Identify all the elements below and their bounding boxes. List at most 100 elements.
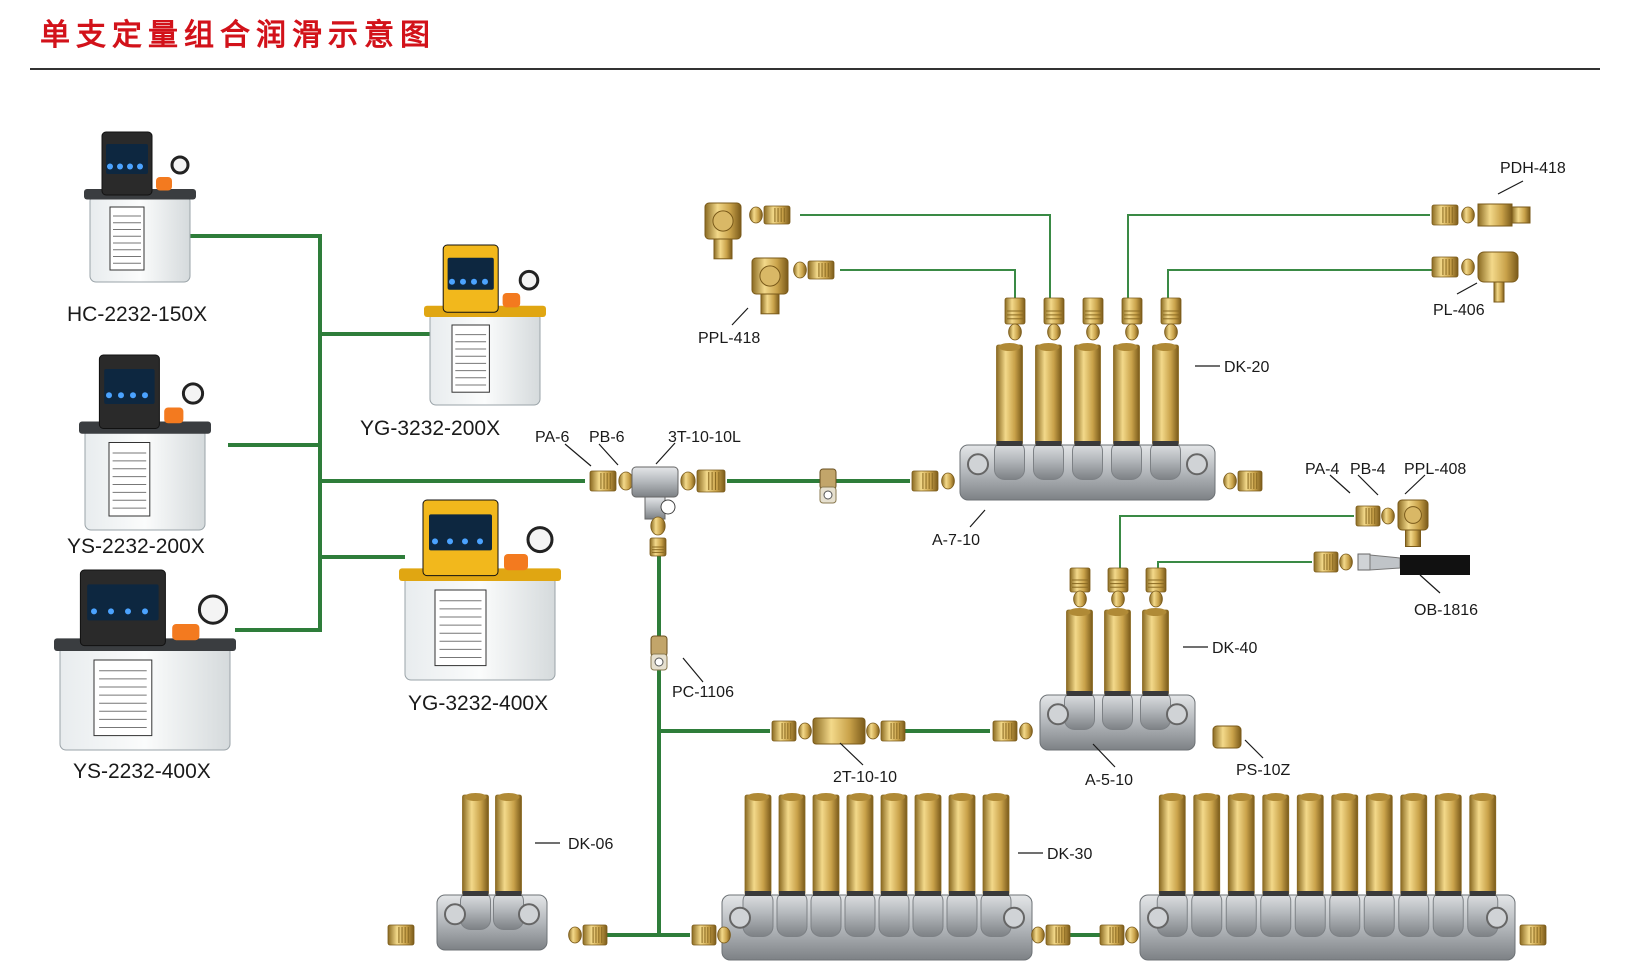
- manifold-boss: [1363, 890, 1395, 937]
- end-plug-icon: [1047, 703, 1069, 726]
- metering-unit: [1158, 793, 1186, 896]
- sleeve-ferrule: [1164, 323, 1178, 341]
- end-plug-icon: [729, 906, 751, 929]
- branch-pipes: [800, 214, 1432, 570]
- metering-unit: [744, 793, 772, 896]
- pb6-sleeve: [618, 471, 634, 491]
- sleeve-ferrule: [1031, 926, 1045, 944]
- sleeve-ferrule: [1149, 590, 1163, 608]
- metering-unit: [982, 793, 1010, 896]
- manifold-boss: [1329, 890, 1361, 937]
- label-ppl418: PPL-418: [698, 330, 760, 347]
- nut-fitting: [696, 469, 726, 493]
- labels: HC-2232-150X YS-2232-200X YS-2232-400X Y…: [67, 160, 1566, 863]
- pipe-dk20-5: [1167, 269, 1432, 300]
- label-pa6: PA-6: [535, 429, 569, 446]
- manifold-boss: [1150, 440, 1181, 480]
- pipe-dk20-2: [800, 214, 1051, 300]
- pump-button: [107, 163, 113, 170]
- leader-a510: [1092, 743, 1116, 768]
- pump-yg-3232-200x: [424, 244, 546, 406]
- dk30-manifold-b: [1139, 890, 1516, 961]
- nut-fitting: [1431, 204, 1459, 226]
- pump-button: [125, 608, 131, 615]
- pump-button: [108, 608, 114, 615]
- manifold-boss: [844, 890, 876, 937]
- pump-button: [130, 392, 136, 399]
- sleeve-ferrule: [1461, 206, 1475, 224]
- label-pc1106: PC-1106: [672, 684, 734, 701]
- metering-unit: [1142, 608, 1169, 696]
- pump-yg-3232-400x: [399, 499, 561, 681]
- leader-a710: [969, 509, 986, 528]
- metering-unit: [1400, 793, 1428, 896]
- sleeve-ferrule: [1019, 722, 1033, 740]
- ps-end-fitting: [1237, 470, 1263, 492]
- end-plug-icon: [967, 453, 989, 476]
- metering-unit: [1434, 793, 1462, 896]
- sleeve-ferrule: [1086, 323, 1100, 341]
- metering-unit: [1066, 608, 1093, 696]
- ppl408-elbow: [1397, 499, 1429, 547]
- metering-unit: [1331, 793, 1359, 896]
- manifold-boss: [994, 440, 1025, 480]
- nut-fitting: [911, 470, 939, 492]
- metering-unit: [1365, 793, 1393, 896]
- nut-fitting: [1121, 297, 1143, 325]
- pressure-gauge-icon: [197, 594, 229, 625]
- sleeve-ferrule: [1125, 323, 1139, 341]
- manifold-boss: [1398, 890, 1430, 937]
- leader-pdh418: [1497, 180, 1524, 195]
- manifold-boss: [1064, 690, 1095, 730]
- pump-button: [482, 278, 488, 285]
- end-plug-icon: [1003, 906, 1025, 929]
- pressure-gauge-icon: [518, 269, 540, 291]
- sleeve-ferrule: [1111, 590, 1125, 608]
- label-dk06: DK-06: [568, 836, 613, 853]
- warning-sticker: [108, 442, 151, 517]
- metering-unit: [1193, 793, 1221, 896]
- end-plug-icon: [444, 903, 466, 926]
- metering-unit: [1074, 343, 1101, 446]
- diagram-title: 单支定量组合润滑示意图: [40, 18, 436, 53]
- sleeve-ferrule: [650, 516, 666, 536]
- manifold-boss: [912, 890, 944, 937]
- ppl418-elbow-upper: [704, 202, 742, 260]
- manifold-boss: [946, 890, 978, 937]
- label-yg-3232-400x: YG-3232-400X: [408, 692, 548, 715]
- oil-cap-icon: [172, 624, 200, 641]
- warning-sticker: [434, 589, 487, 667]
- pump-ys-2232-400x: [54, 569, 236, 751]
- leader-ppl408: [1404, 474, 1426, 495]
- pump-button: [106, 392, 112, 399]
- manifold-boss: [1432, 890, 1464, 937]
- label-ob1816: OB-1816: [1414, 602, 1478, 619]
- sleeve-ferrule: [717, 926, 731, 944]
- nut-fitting: [582, 924, 608, 946]
- tee-3t-10-10l: [631, 466, 679, 520]
- pump-ys-2232-200x: [79, 354, 211, 531]
- nut-fitting: [1004, 297, 1026, 325]
- ob1816-hose: [1357, 553, 1470, 575]
- ps-end-fitting: [1519, 924, 1547, 946]
- nut-fitting: [1082, 297, 1104, 325]
- sleeve-ferrule: [1008, 323, 1022, 341]
- metering-unit: [948, 793, 976, 896]
- manifold-boss: [1033, 440, 1064, 480]
- pump-display: [429, 514, 492, 551]
- pipe-dk40-2: [1119, 515, 1354, 570]
- leader-pb6: [598, 443, 619, 466]
- sleeve-ferrule: [1461, 258, 1475, 276]
- nut-fitting: [649, 537, 667, 557]
- pump-display: [87, 584, 159, 621]
- end-plug-icon: [1166, 703, 1188, 726]
- pressure-gauge-icon: [181, 382, 205, 405]
- pump-button: [142, 392, 148, 399]
- dk30-manifold-a: [721, 890, 1033, 961]
- dk40-manifold: [1039, 690, 1196, 751]
- manifold-boss: [1072, 440, 1103, 480]
- manifold-boss: [1140, 690, 1171, 730]
- label-pl406: PL-406: [1433, 302, 1485, 319]
- metering-unit: [778, 793, 806, 896]
